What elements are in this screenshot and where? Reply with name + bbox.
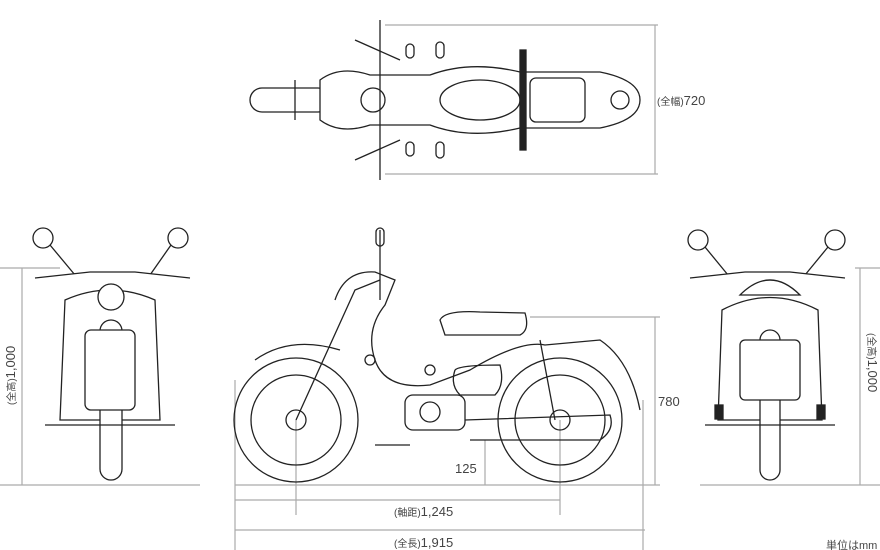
height-dimension-label-left: (全高)1,000: [3, 345, 18, 405]
ground-clearance-label: 125: [455, 461, 477, 476]
side-view-drawing: [233, 227, 641, 483]
length-label: (全長)1,915: [394, 535, 454, 550]
dimension-lines: [0, 24, 880, 550]
wheelbase-label: (軸距)1,245: [394, 504, 454, 519]
rear-view-drawing: [687, 229, 846, 481]
top-view-drawing: [249, 20, 641, 180]
height-dimension-label-right: (全高)1,000: [865, 333, 880, 393]
front-view-drawing: [32, 227, 191, 481]
unit-note: 単位はmm: [826, 540, 878, 550]
width-dimension-label: (全幅)720: [657, 93, 706, 108]
seat-height-label: 780: [658, 394, 680, 409]
